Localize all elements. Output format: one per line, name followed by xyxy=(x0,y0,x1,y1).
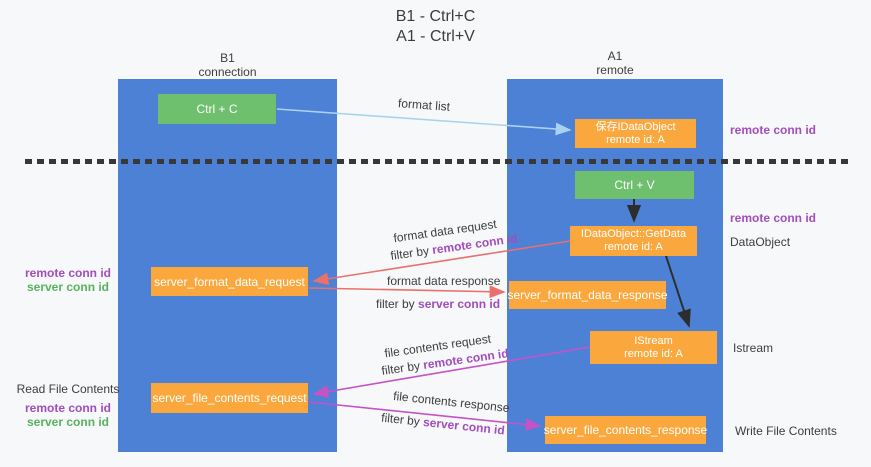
node-istream: IStream remote id: A xyxy=(590,331,717,364)
diagram-title: B1 - Ctrl+C A1 - Ctrl+V xyxy=(0,7,871,47)
node-server-file-contents-response-label: server_file_contents_response xyxy=(543,423,708,437)
node-server-format-data-response: server_format_data_response xyxy=(507,281,668,309)
annotation-read-file-contents: Read File Contents xyxy=(16,382,120,396)
lifeline-left-header: B1 connection xyxy=(118,51,337,79)
label-format-list: format list xyxy=(397,96,451,114)
node-save-idataobject-line1: 保存IDataObject xyxy=(595,120,676,133)
label-file-contents-response: file contents response xyxy=(392,388,511,416)
node-server-file-contents-request-label: server_file_contents_request xyxy=(152,391,307,405)
arrow-format-data-response xyxy=(308,285,506,299)
lifeline-left-role: connection xyxy=(198,65,257,79)
annotation-istream: Istream xyxy=(733,341,774,355)
label-file-contents-response-filter: filter by server conn id xyxy=(380,410,506,438)
node-server-format-data-request: server_format_data_request xyxy=(151,267,308,296)
annotation-dataobject: DataObject xyxy=(730,235,791,249)
lifeline-right-header: A1 remote xyxy=(507,49,723,77)
annotation-remote-conn-id-format: remote conn id xyxy=(24,266,111,280)
annotation-remote-conn-id-top: remote conn id xyxy=(730,123,817,137)
lifeline-right-role: remote xyxy=(596,63,634,77)
node-server-file-contents-request: server_file_contents_request xyxy=(151,383,308,413)
node-ctrl-c-label: Ctrl + C xyxy=(196,102,238,116)
node-save-idataobject: 保存IDataObject remote id: A xyxy=(575,119,696,148)
annotation-left-format-ids: remote conn id server conn id xyxy=(16,266,120,294)
annotation-server-conn-id-file: server conn id xyxy=(26,415,110,429)
label-format-data-response-filter: filter by server conn id xyxy=(376,297,501,311)
annotation-write-file-contents: Write File Contents xyxy=(735,424,837,438)
node-ctrl-v: Ctrl + V xyxy=(575,171,694,199)
node-ctrl-c: Ctrl + C xyxy=(158,94,276,124)
label-format-data-response: format data response xyxy=(387,274,501,288)
node-istream-line2: remote id: A xyxy=(624,347,683,360)
lifeline-left-name: B1 xyxy=(220,51,235,65)
node-save-idataobject-line2: remote id: A xyxy=(606,133,665,146)
node-server-format-data-response-label: server_format_data_response xyxy=(507,288,668,302)
node-istream-line1: IStream xyxy=(634,334,673,347)
phase-separator-dashed-line xyxy=(25,159,849,164)
title-line-1: B1 - Ctrl+C xyxy=(395,8,476,25)
annotation-server-conn-id-format: server conn id xyxy=(26,280,110,294)
node-getdata-line1: IDataObject::GetData xyxy=(580,228,687,240)
annotation-remote-conn-id-mid: remote conn id xyxy=(730,211,817,225)
annotation-left-file-ids: Read File Contents remote conn id server… xyxy=(16,382,120,429)
lifeline-right-name: A1 xyxy=(607,49,623,63)
node-server-file-contents-response: server_file_contents_response xyxy=(543,416,708,444)
node-server-format-data-request-label: server_format_data_request xyxy=(154,274,305,289)
annotation-remote-conn-id-file: remote conn id xyxy=(24,401,111,415)
title-line-2: A1 - Ctrl+V xyxy=(396,28,475,45)
node-getdata-line2: remote id: A xyxy=(604,241,663,253)
node-ctrl-v-label: Ctrl + V xyxy=(614,178,655,192)
node-getdata: IDataObject::GetData remote id: A xyxy=(570,226,697,256)
